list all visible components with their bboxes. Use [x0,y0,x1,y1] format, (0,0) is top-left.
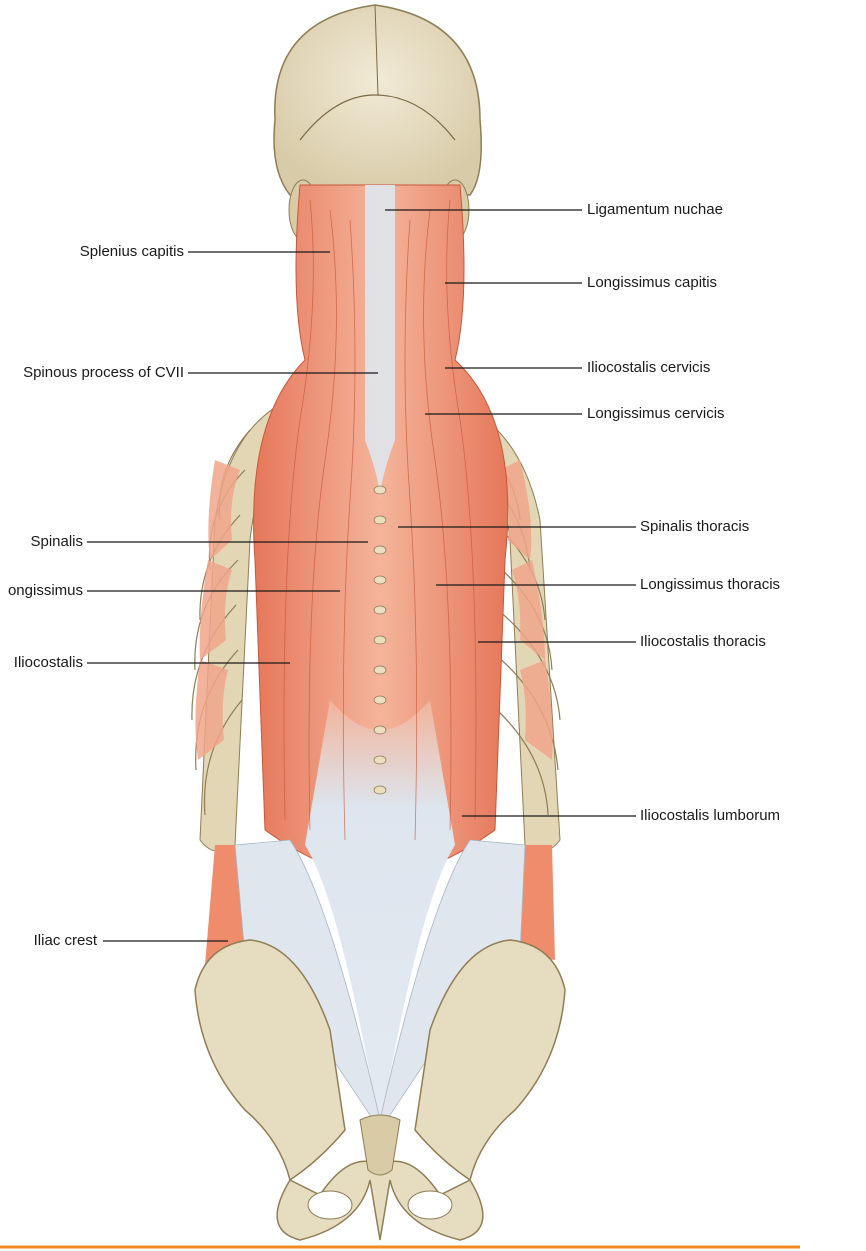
leader-lines-right [385,209,636,817]
label-splenius-capitis: Splenius capitis [79,243,184,260]
label-iliocostalis: Iliocostalis [13,654,83,671]
label-spinalis-thoracis: Spinalis thoracis [640,518,750,535]
label-longissimus-cervicis: Longissimus cervicis [587,405,725,422]
label-longissimus-thoracis: Longissimus thoracis [640,576,781,593]
label-longissimus-capitis: Longissimus capitis [587,274,718,291]
label-spinous-process-cvii: Spinous process of CVII [23,364,184,381]
label-iliocostalis-thoracis: Iliocostalis thoracis [640,633,766,650]
label-spinalis: Spinalis [30,533,83,550]
label-longissimus: ongissimus [7,582,83,599]
lower-flank-muscle-right [520,845,555,960]
label-iliac-crest: Iliac crest [33,932,97,949]
label-ligamentum-nuchae: Ligamentum nuchae [587,201,723,218]
leader-lines-left [87,251,378,942]
label-iliocostalis-cervicis: Iliocostalis cervicis [587,359,711,376]
label-iliocostalis-lumborum: Iliocostalis lumborum [640,807,781,824]
lower-flank-muscle [205,845,245,965]
pelvis [194,939,566,1241]
erector-spinae-group [253,184,509,1130]
